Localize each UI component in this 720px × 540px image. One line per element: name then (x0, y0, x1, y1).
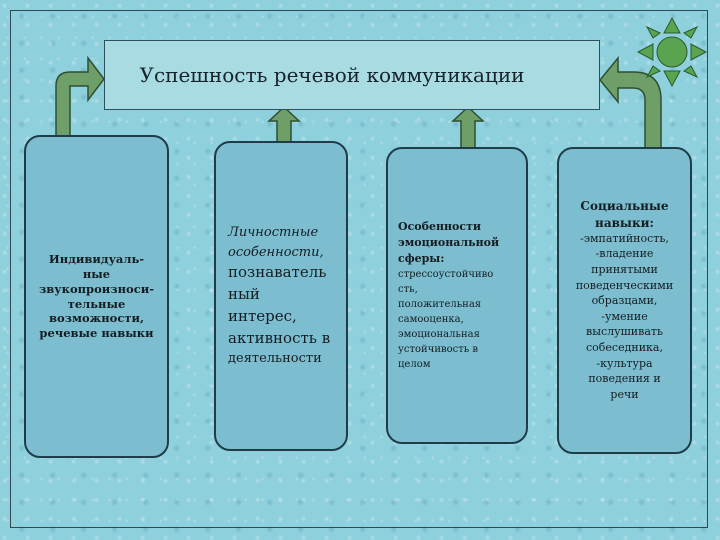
arrow-card-3-to-title (453, 107, 483, 148)
card-3-line: Особенности (398, 219, 499, 235)
card-1-text: Индивидуаль- ные звукопроизноси- тельные… (39, 252, 154, 342)
card-individual-abilities: Индивидуаль- ные звукопроизноси- тельные… (24, 135, 169, 458)
card-social-skills: Социальные навыки: -эмпатийность, -владе… (557, 147, 692, 454)
card-3-heading: Особенности эмоциональной сферы: (398, 219, 499, 267)
card-1-line: Индивидуаль- (39, 252, 154, 267)
sun-icon (638, 18, 706, 86)
card-1-line: ные (39, 267, 154, 282)
card-2-line: активность в (228, 328, 330, 350)
arrow-card-2-to-title (269, 107, 299, 142)
card-2-tail: деятельности (228, 349, 322, 369)
title-box: Успешность речевой коммуникации (104, 40, 600, 110)
card-3-line: целом (398, 357, 493, 372)
card-2-line: Личностные (228, 223, 324, 243)
card-3-line: самооценка, (398, 312, 493, 327)
card-3-line: сферы: (398, 251, 499, 267)
card-4-line: образцами, (576, 293, 673, 309)
card-4-line: Социальные (580, 198, 668, 214)
card-3-line: эмоциональной (398, 235, 499, 251)
card-4-line: выслушивать (576, 324, 673, 340)
card-2-line: ный (228, 284, 330, 306)
card-1-line: тельные (39, 297, 154, 312)
card-4-body: -эмпатийность, -владение принятыми повед… (576, 231, 673, 403)
diagram-title: Успешность речевой коммуникации (139, 63, 524, 87)
card-2-heading: Личностные особенности, (228, 223, 324, 262)
card-4-line: поведения и (576, 371, 673, 387)
card-4-line: навыки: (580, 215, 668, 231)
card-3-line: положительная (398, 297, 493, 312)
card-2-main: познаватель ный интерес, активность в (228, 262, 330, 349)
card-4-line: речи (576, 387, 673, 403)
card-3-line: стрессоустойчиво (398, 267, 493, 282)
card-4-line: собеседника, (576, 340, 673, 356)
card-3-line: эмоциональная (398, 327, 493, 342)
card-1-line: возможности, (39, 311, 154, 326)
card-2-line: деятельности (228, 349, 322, 369)
card-personal-traits: Личностные особенности, познаватель ный … (214, 141, 348, 451)
card-3-body: стрессоустойчиво сть, положительная само… (398, 267, 493, 372)
card-4-line: -умение (576, 309, 673, 325)
card-4-line: принятыми (576, 262, 673, 278)
card-2-line: особенности, (228, 243, 324, 263)
card-emotional-sphere: Особенности эмоциональной сферы: стрессо… (386, 147, 528, 444)
card-3-line: сть, (398, 282, 493, 297)
card-4-line: -владение (576, 246, 673, 262)
card-2-line: познаватель (228, 262, 330, 284)
card-2-line: интерес, (228, 306, 330, 328)
card-3-line: устойчивость в (398, 342, 493, 357)
card-4-heading: Социальные навыки: (580, 198, 668, 230)
card-4-line: -культура (576, 356, 673, 372)
card-4-line: поведенческими (576, 278, 673, 294)
card-1-line: звукопроизноси- (39, 282, 154, 297)
card-4-line: -эмпатийность, (576, 231, 673, 247)
arrow-card-1-to-title (56, 58, 104, 137)
card-1-line: речевые навыки (39, 326, 154, 341)
